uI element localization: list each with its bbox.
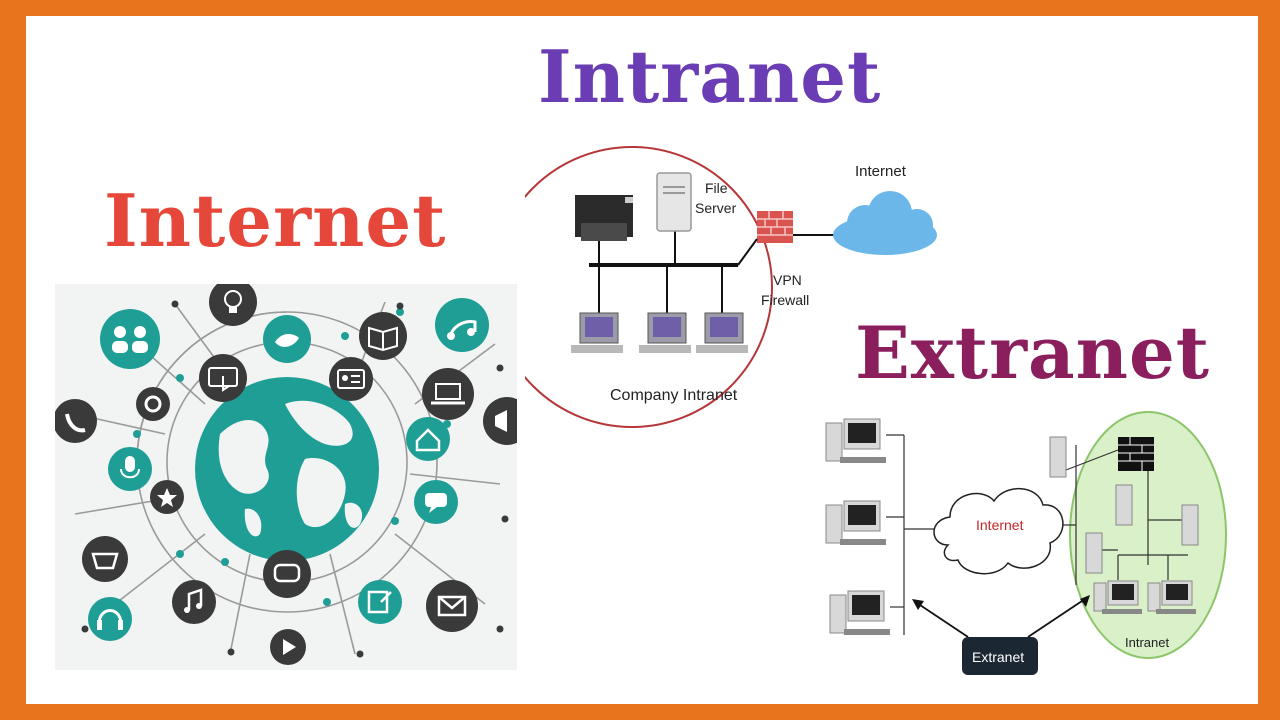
home-icon bbox=[406, 417, 450, 461]
message-icon bbox=[263, 550, 311, 598]
workstation-icon bbox=[571, 312, 623, 353]
internal-computer-icon bbox=[1147, 580, 1196, 614]
extranet-internet-label: Internet bbox=[976, 517, 1024, 533]
vpn-label-1: VPN bbox=[773, 272, 802, 288]
extranet-diagram: Internet Intranet Extranet bbox=[825, 411, 1227, 675]
vpn-firewall-icon bbox=[757, 211, 793, 243]
envelope-icon bbox=[426, 580, 478, 632]
internal-server-icon bbox=[1181, 504, 1199, 546]
internet-cloud-icon bbox=[833, 191, 937, 255]
shopping-basket-icon bbox=[82, 536, 128, 582]
printer-icon bbox=[575, 195, 633, 241]
microphone-icon bbox=[108, 447, 152, 491]
globe-icon bbox=[195, 377, 379, 561]
edit-icon bbox=[358, 580, 402, 624]
people-icon bbox=[100, 309, 160, 369]
megaphone-icon bbox=[483, 397, 517, 445]
play-icon bbox=[270, 629, 306, 665]
internet-network-illustration bbox=[55, 284, 517, 670]
chat-bubble-icon bbox=[414, 480, 458, 524]
bird-icon bbox=[263, 315, 311, 363]
client-computer-icon bbox=[825, 418, 886, 463]
company-intranet-caption: Company Intranet bbox=[610, 387, 738, 404]
headphones-icon bbox=[88, 597, 132, 641]
vpn-label-2: Firewall bbox=[761, 292, 809, 308]
laptop-icon bbox=[422, 368, 474, 420]
touch-screen-icon bbox=[199, 354, 247, 402]
file-server-label-2: Server bbox=[695, 200, 737, 216]
extranet-title: Extranet bbox=[855, 310, 1211, 395]
extranet-firewall-icon bbox=[1118, 437, 1154, 471]
workstation-icon bbox=[696, 312, 748, 353]
lightbulb-icon bbox=[209, 284, 257, 326]
workstation-icon bbox=[639, 312, 691, 353]
star-icon bbox=[150, 480, 184, 514]
extranet-internet-cloud-icon bbox=[933, 487, 1064, 575]
id-card-icon bbox=[329, 357, 373, 401]
gear-icon bbox=[136, 387, 170, 421]
internal-computer-icon bbox=[1093, 580, 1142, 614]
internal-server-icon bbox=[1115, 484, 1133, 526]
intranet-internet-label: Internet bbox=[855, 163, 907, 180]
internal-server-icon bbox=[1085, 532, 1103, 574]
intranet-title: Intranet bbox=[538, 34, 882, 119]
extranet-badge-label: Extranet bbox=[972, 649, 1024, 665]
file-server-label-1: File bbox=[705, 180, 728, 196]
intranet-diagram: File Server VPN Firewall Internet bbox=[525, 146, 937, 428]
music-note-icon bbox=[435, 298, 489, 352]
file-server-icon bbox=[656, 172, 692, 232]
extranet-intranet-label: Intranet bbox=[1125, 635, 1169, 650]
music-icon bbox=[172, 580, 216, 624]
client-computer-icon bbox=[825, 500, 886, 545]
client-computer-icon bbox=[829, 590, 890, 635]
phone-icon bbox=[55, 399, 97, 443]
extranet-badge bbox=[962, 637, 1038, 675]
book-icon bbox=[359, 312, 407, 360]
server-icon bbox=[1049, 436, 1067, 478]
internet-title: Internet bbox=[104, 178, 447, 263]
